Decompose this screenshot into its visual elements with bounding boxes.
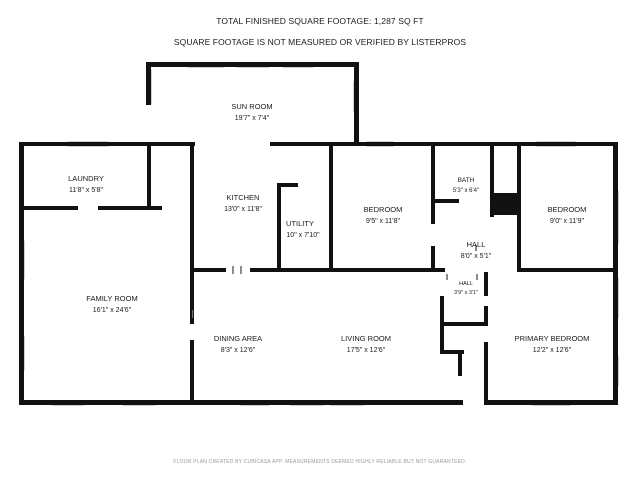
laundry-name: LAUNDRY: [68, 174, 104, 183]
wall-right-outer: [613, 142, 618, 405]
square-footage-disclaimer: SQUARE FOOTAGE IS NOT MEASURED OR VERIFI…: [173, 37, 467, 47]
bedroom-right-dims: 9'0" x 11'9": [550, 218, 584, 225]
kitchen-name: KITCHEN: [227, 193, 260, 202]
wall-top-right: [270, 142, 618, 146]
living-room-dims: 17'5" x 12'6": [347, 347, 386, 354]
wall-top-kitchen: [147, 142, 195, 146]
living-room-name: LIVING ROOM: [341, 334, 391, 343]
wall-bottom-left: [19, 400, 463, 405]
wall-family-dining: [190, 340, 194, 404]
wall-sunroom-left: [146, 62, 151, 105]
wall-primary-left: [484, 342, 488, 405]
hall-small-dims: 3'9" x 3'1": [454, 290, 478, 296]
wall-bedroom-hall: [431, 246, 435, 272]
utility-name: UTILITY: [286, 219, 314, 228]
kitchen-dims: 13'0" x 11'8": [224, 206, 262, 213]
room-labels: SUN ROOM 19'7" x 7'4" LAUNDRY 11'8" x 5'…: [68, 102, 589, 354]
wall-bath-bottom: [431, 199, 459, 203]
wall-kitchen-bedroom: [329, 142, 333, 272]
wall-laundry-bottom-b: [98, 206, 162, 210]
bath-dims: 5'3" x 6'4": [453, 188, 479, 194]
total-square-footage: TOTAL FINISHED SQUARE FOOTAGE: 1,287 SQ …: [216, 16, 424, 26]
wall-bedroom-bath: [431, 142, 435, 224]
laundry-dims: 11'8" x 5'8": [69, 187, 103, 194]
wall-hall-right-b: [484, 306, 488, 326]
dining-area-dims: 8'3" x 12'6": [221, 347, 256, 354]
wall-hall-right-a: [484, 272, 488, 296]
hall-main-dims: 8'0" x 5'1": [461, 253, 492, 260]
wall-laundry-bottom-a: [22, 206, 78, 210]
door-marks: [192, 245, 478, 318]
bedroom-center-dims: 9'5" x 11'8": [366, 218, 400, 225]
wall-bedroom-right-left: [517, 142, 521, 272]
wall-kitchen-bottom-b: [250, 268, 445, 272]
wall-bedroom-right-bottom: [517, 268, 617, 272]
wall-sunroom-top: [146, 62, 359, 67]
wall-utility-top: [277, 183, 298, 187]
wall-utility-left: [277, 183, 281, 271]
wall-closet-right: [458, 350, 462, 376]
sun-room-name: SUN ROOM: [231, 102, 272, 111]
walls: [19, 62, 618, 405]
hall-main-name: HALL: [467, 240, 486, 249]
wall-kitchen-bottom-a: [190, 268, 226, 272]
floor-plan-credit: FLOOR PLAN CREATED BY CUBICASA APP. MEAS…: [173, 459, 467, 465]
wall-bath-right: [490, 142, 494, 217]
family-room-name: FAMILY ROOM: [86, 294, 137, 303]
wall-sunroom-right: [354, 62, 359, 143]
bedroom-right-name: BEDROOM: [548, 205, 587, 214]
family-room-dims: 16'1" x 24'6": [93, 307, 132, 314]
bath-name: BATH: [458, 177, 475, 184]
primary-bedroom-name: PRIMARY BEDROOM: [515, 334, 590, 343]
dining-area-name: DINING AREA: [214, 334, 262, 343]
wall-left-outer: [19, 142, 24, 405]
wall-family-kitchen: [190, 142, 194, 324]
wall-hall-small-bottom: [440, 322, 488, 326]
wall-bottom-right: [487, 400, 618, 405]
hall-small-name: HALL: [459, 281, 473, 287]
sun-room-dims: 19'7" x 7'4": [235, 115, 270, 122]
wall-closet-top: [440, 350, 464, 354]
wall-laundry-right: [147, 142, 151, 210]
bedroom-center-name: BEDROOM: [364, 205, 403, 214]
primary-bedroom-dims: 12'2" x 12'6": [533, 347, 572, 354]
utility-dims: 10" x 7'10": [286, 232, 320, 239]
wall-top-left: [19, 142, 147, 146]
wall-bath-fill: [493, 193, 521, 215]
